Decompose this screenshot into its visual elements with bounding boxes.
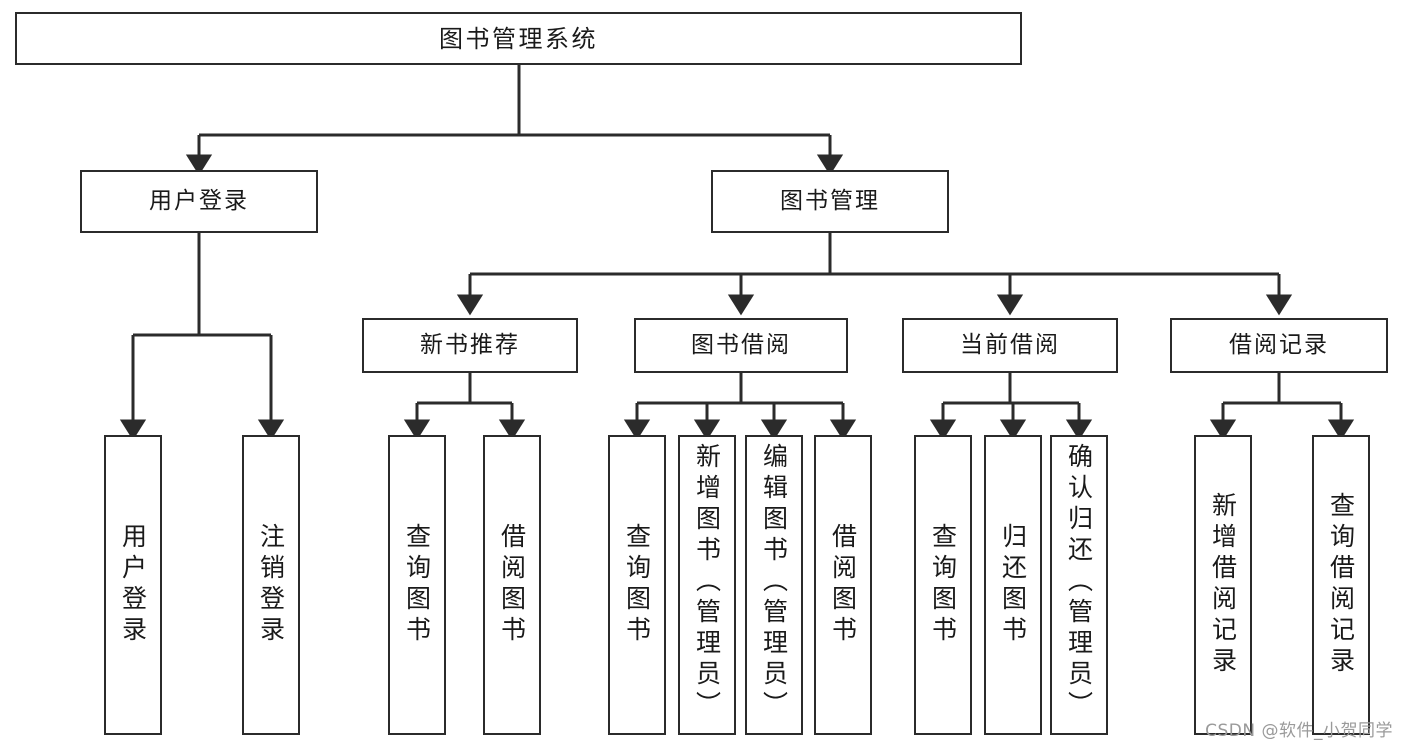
leaf-confirm-return-admin[interactable]: 确认归还（管理员） — [1050, 435, 1108, 735]
node-label: 查询图书 — [402, 523, 432, 647]
node-label: 图书管理系统 — [439, 24, 598, 53]
node-label: 查询图书 — [622, 523, 652, 647]
node-label: 借阅记录 — [1229, 332, 1329, 358]
leaf-query-book-borrow[interactable]: 查询图书 — [608, 435, 666, 735]
leaf-borrow-book-newbook[interactable]: 借阅图书 — [483, 435, 541, 735]
node-label: 新增图书（管理员） — [692, 443, 722, 722]
node-new-book-recommend[interactable]: 新书推荐 — [362, 318, 578, 373]
node-label: 借阅图书 — [497, 523, 527, 647]
node-label: 查询借阅记录 — [1326, 492, 1356, 678]
node-root-book-management-system[interactable]: 图书管理系统 — [15, 12, 1022, 65]
leaf-edit-book-admin[interactable]: 编辑图书（管理员） — [745, 435, 803, 735]
node-label: 图书管理 — [780, 188, 880, 214]
node-label: 用户登录 — [149, 188, 249, 214]
node-label: 注销登录 — [256, 523, 286, 647]
node-label: 用户登录 — [118, 523, 148, 647]
node-label: 查询图书 — [928, 523, 958, 647]
leaf-add-borrow-record[interactable]: 新增借阅记录 — [1194, 435, 1252, 735]
leaf-logout[interactable]: 注销登录 — [242, 435, 300, 735]
leaf-return-book[interactable]: 归还图书 — [984, 435, 1042, 735]
node-label: 确认归还（管理员） — [1064, 443, 1094, 722]
leaf-add-book-admin[interactable]: 新增图书（管理员） — [678, 435, 736, 735]
node-book-borrow[interactable]: 图书借阅 — [634, 318, 848, 373]
leaf-query-book-current[interactable]: 查询图书 — [914, 435, 972, 735]
leaf-query-book-newbook[interactable]: 查询图书 — [388, 435, 446, 735]
csdn-watermark: CSDN @软件_小贺同学 — [1205, 721, 1393, 741]
node-label: 归还图书 — [998, 523, 1028, 647]
node-user-login[interactable]: 用户登录 — [80, 170, 318, 233]
node-label: 当前借阅 — [960, 332, 1060, 358]
node-label: 编辑图书（管理员） — [759, 443, 789, 722]
node-book-management[interactable]: 图书管理 — [711, 170, 949, 233]
node-label: 借阅图书 — [828, 523, 858, 647]
node-current-borrow[interactable]: 当前借阅 — [902, 318, 1118, 373]
leaf-query-borrow-record[interactable]: 查询借阅记录 — [1312, 435, 1370, 735]
node-label: 新增借阅记录 — [1208, 492, 1238, 678]
leaf-borrow-book[interactable]: 借阅图书 — [814, 435, 872, 735]
node-label: 新书推荐 — [420, 332, 520, 358]
leaf-user-login[interactable]: 用户登录 — [104, 435, 162, 735]
node-borrow-record[interactable]: 借阅记录 — [1170, 318, 1388, 373]
node-label: 图书借阅 — [691, 332, 791, 358]
